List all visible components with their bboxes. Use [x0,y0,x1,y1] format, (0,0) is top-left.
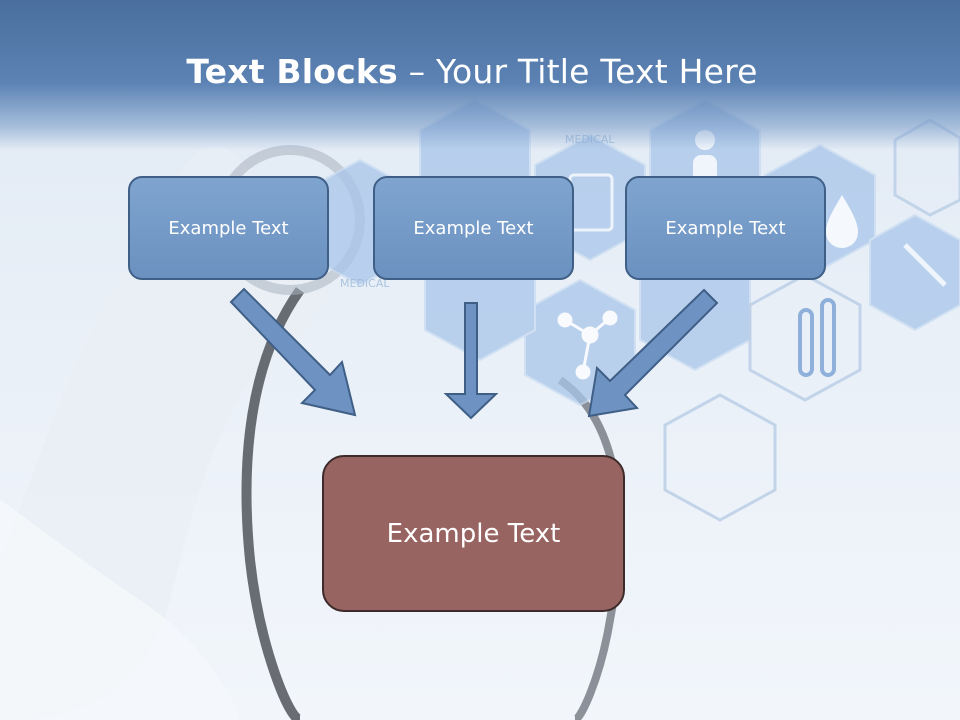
syringe-icon [903,243,947,287]
title-rest: Your Title Text Here [435,52,758,91]
text-block-1[interactable]: Example Text [128,176,329,280]
title-bold-part: Text Blocks [186,52,398,91]
watermark-medical-left: MEDICAL [340,277,390,290]
text-block-3[interactable]: Example Text [625,176,826,280]
slide-title: Text Blocks – Your Title Text Here [0,52,944,91]
header-band [0,0,960,150]
result-block-label: Example Text [386,518,561,549]
text-block-2[interactable]: Example Text [373,176,574,280]
sleeve-shape [0,500,240,720]
text-block-2-label: Example Text [413,217,534,239]
drop-icon [826,195,858,248]
test-tubes-icon [798,298,836,377]
result-block[interactable]: Example Text [322,455,625,612]
title-dash: – [397,52,436,91]
text-block-3-label: Example Text [665,217,786,239]
text-block-1-label: Example Text [168,217,289,239]
